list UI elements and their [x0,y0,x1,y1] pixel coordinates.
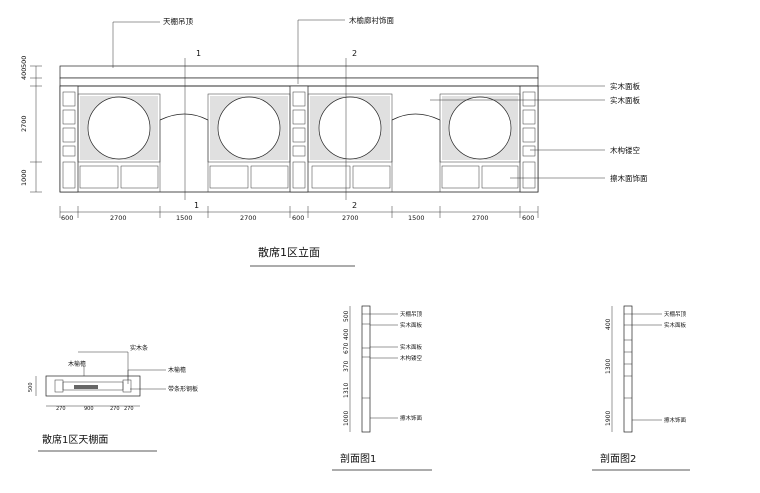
plan-label: 木榆檐 [168,366,186,374]
section-2-title: 剖面图2 [600,452,636,465]
panel-2 [207,93,291,189]
ceiling-plan-title: 散席1区天棚面 [42,433,108,446]
dim-text: 370 [343,360,350,372]
dim-text: 500 [343,310,350,322]
section-mark: 1 [196,49,201,58]
dim-text: 670 [343,342,350,354]
dim-text: 1500 [408,214,425,222]
callout-wood-lattice: 木构镂空 [610,145,640,155]
section-cut-1: 1 1 [184,49,201,210]
moon-window [448,96,512,160]
moon-window [318,96,382,160]
dim-text: 600 [522,214,534,222]
dim-text: 2700 [20,115,28,132]
section-label: 实木面板 [664,321,687,329]
section-mark: 2 [352,49,357,58]
passage-2 [391,113,441,192]
dim-text: 1310 [343,383,350,398]
callout-wood-veneer: 擦木面饰面 [610,173,648,183]
section-label: 擦木饰面 [400,414,423,422]
section-label: 实木面板 [400,321,423,329]
ceiling-band [59,65,539,79]
horizontal-dimension: 600 2700 1500 2700 600 2700 1500 2700 60… [59,206,539,222]
dim-text: 600 [292,214,304,222]
dim-text: 1500 [176,214,193,222]
beam-band [59,77,539,87]
callout-ceiling: 天棚吊顶 [163,16,193,26]
dim-text: 270 [110,406,120,412]
callout-leaders [112,19,605,179]
section-label: 实木面板 [400,343,423,351]
dim-text: 900 [84,406,94,412]
section-mark: 1 [194,201,199,210]
dim-text: 2700 [110,214,127,222]
dim-text: 600 [61,214,73,222]
moon-window [87,96,151,160]
dim-text: 400 [343,328,350,340]
dim-text: 270 [124,406,134,412]
dim-text: 1000 [20,169,28,186]
dim-text: 400 [20,68,28,80]
panel-4 [439,93,521,189]
dim-text: 2700 [472,214,489,222]
callout-wood-beam: 木榆廊衬饰面 [349,15,394,25]
vertical-dimension: 400 500 2700 1000 [20,56,42,193]
ceiling-plan-drawing: 木榆檐 实木条 木榆檐 带条形钢板 270 900 270 270 500 散席… [28,344,198,452]
moon-window [217,96,281,160]
section-1-drawing: 500 400 670 370 1310 1000 天棚吊顶 实木面板 实木面板… [332,305,432,471]
dim-text: 1300 [605,359,612,374]
elevation-drawing: 1 1 2 2 天棚吊顶 木榆廊衬饰面 实木面板 实木面板 木构镂空 擦木面饰面 [20,15,648,267]
dim-text: 1000 [343,411,350,426]
dim-text: 500 [20,56,28,68]
elevation-title: 散席1区立面 [258,245,320,259]
dim-text: 2700 [240,214,257,222]
section-cut-2: 2 2 [345,49,357,210]
panel-3 [307,93,393,189]
panel-1 [77,93,161,189]
plan-label: 木榆檐 [68,360,86,368]
dim-text: 2700 [342,214,359,222]
section-label: 天棚吊顶 [400,310,423,318]
column-left [59,85,79,193]
passage-1 [159,113,209,192]
callout-solid-board: 实木面板 [610,81,640,91]
plan-label: 实木条 [130,344,148,352]
column-right [519,85,539,193]
section-label: 天棚吊顶 [664,310,687,318]
section-label: 擦木饰面 [664,416,687,424]
dim-text: 500 [28,382,34,392]
dim-text: 270 [56,406,66,412]
column-mid-1 [289,85,309,193]
callout-solid-board: 实木面板 [610,95,640,105]
dim-text: 400 [605,318,612,330]
section-1-title: 剖面图1 [340,452,376,465]
plan-label: 带条形钢板 [168,385,198,393]
section-2-drawing: 400 1300 1900 天棚吊顶 实木面板 擦木饰面 剖面图2 [592,305,690,471]
section-label: 木构镂空 [400,354,423,362]
section-mark: 2 [352,201,357,210]
dim-text: 1900 [605,411,612,426]
